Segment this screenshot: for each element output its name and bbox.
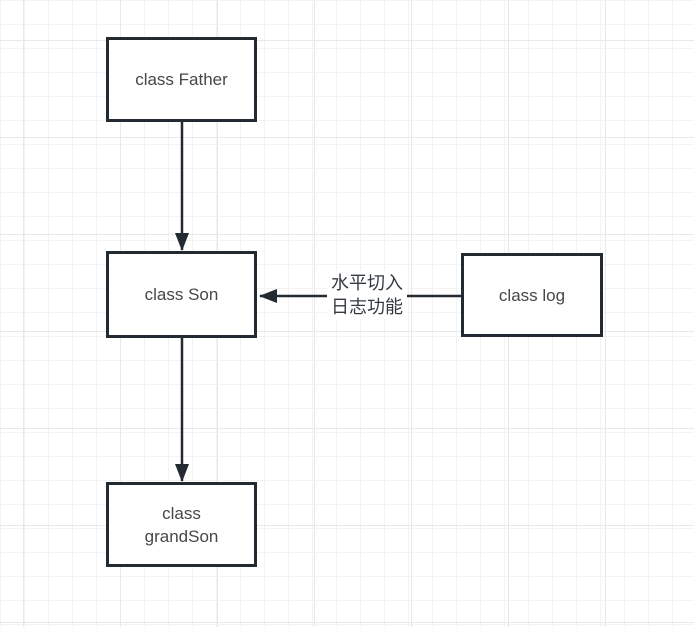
- node-class-log-label: class log: [498, 285, 566, 305]
- node-class-father: class Father: [106, 37, 257, 122]
- edge-label-line-1: 水平切入: [331, 273, 403, 293]
- node-class-grandson: class grandSon: [106, 482, 257, 567]
- node-class-son: class Son: [106, 251, 257, 338]
- edge-label-log-to-son: 水平切入 日志功能: [327, 271, 407, 319]
- edge-label-line-2: 日志功能: [331, 297, 403, 317]
- node-class-grandson-label: class grandSon: [144, 503, 219, 546]
- node-class-father-label: class Father: [135, 70, 228, 89]
- node-class-log: class log: [461, 253, 603, 337]
- node-class-son-label: class Son: [144, 285, 219, 304]
